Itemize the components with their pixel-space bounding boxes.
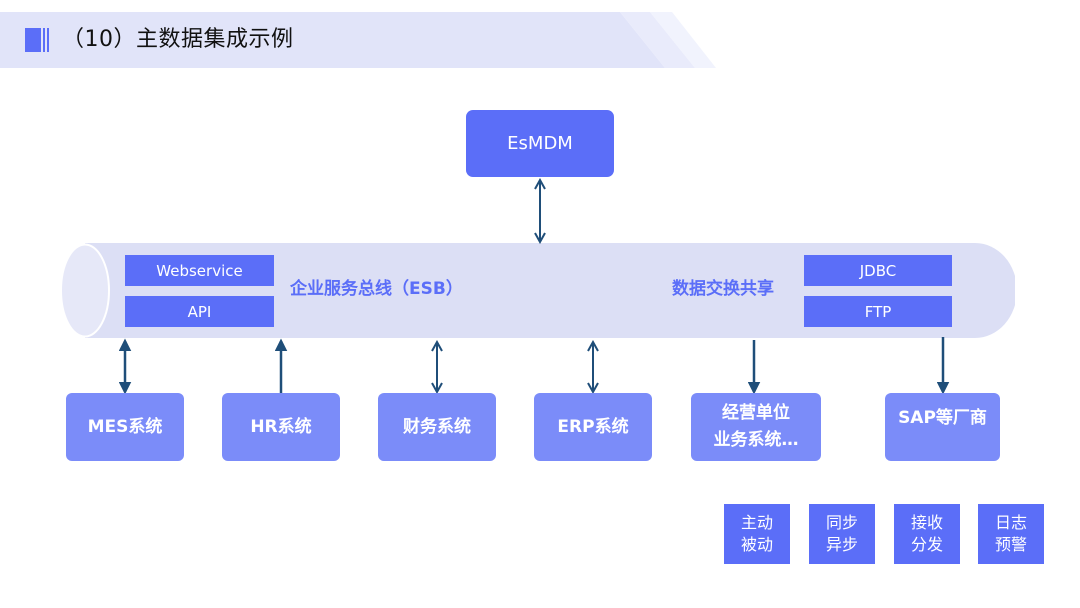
system-label: MES系统 [87,416,163,437]
feature-active-passive: 主动 被动 [724,504,790,564]
feature-label-line2: 异步 [825,535,858,554]
exchange-label: 数据交换共享 [672,279,774,299]
system-label: SAP等厂商 [898,408,987,428]
system-label: ERP系统 [557,416,629,437]
protocol-webservice: Webservice [125,255,274,286]
system-hr: HR系统 [222,393,340,461]
esb-cylinder-shape [60,243,1015,338]
protocol-label: Webservice [156,261,243,280]
feature-receive-distribute: 接收 分发 [894,504,960,564]
system-mes: MES系统 [66,393,184,461]
feature-sync-async: 同步 异步 [809,504,875,564]
protocol-label: FTP [864,302,892,321]
system-finance: 财务系统 [378,393,496,461]
page-title: （10）主数据集成示例 [62,27,294,52]
esmdm-box: EsMDM [466,110,614,177]
feature-label-line2: 预警 [994,535,1027,554]
system-label-line2: 业务系统… [713,430,799,450]
protocol-label: JDBC [859,261,897,280]
esb-label: 企业服务总线（ESB） [290,279,463,299]
esmdm-label: EsMDM [507,133,573,154]
feature-label: 主动 [740,513,773,532]
header-band [0,12,720,68]
protocol-label: API [187,302,212,321]
title-marker-icon [25,28,49,52]
feature-label-line2: 分发 [910,535,943,554]
feature-label: 同步 [825,513,858,532]
header-band-shape [0,12,716,68]
feature-label-line2: 被动 [740,535,773,554]
system-sap: SAP等厂商 [885,393,1000,461]
protocol-ftp: FTP [804,296,952,327]
feature-label: 日志 [994,513,1027,532]
protocol-jdbc: JDBC [804,255,952,286]
feature-log-alert: 日志 预警 [978,504,1044,564]
system-label: HR系统 [250,416,312,437]
system-business-unit: 经营单位 业务系统… [691,393,821,461]
feature-label: 接收 [910,513,943,532]
system-label: 财务系统 [403,416,471,437]
system-erp: ERP系统 [534,393,652,461]
protocol-api: API [125,296,274,327]
esb-bus: Webservice API 企业服务总线（ESB） 数据交换共享 JDBC F… [55,243,1015,338]
system-label: 经营单位 [722,403,790,423]
